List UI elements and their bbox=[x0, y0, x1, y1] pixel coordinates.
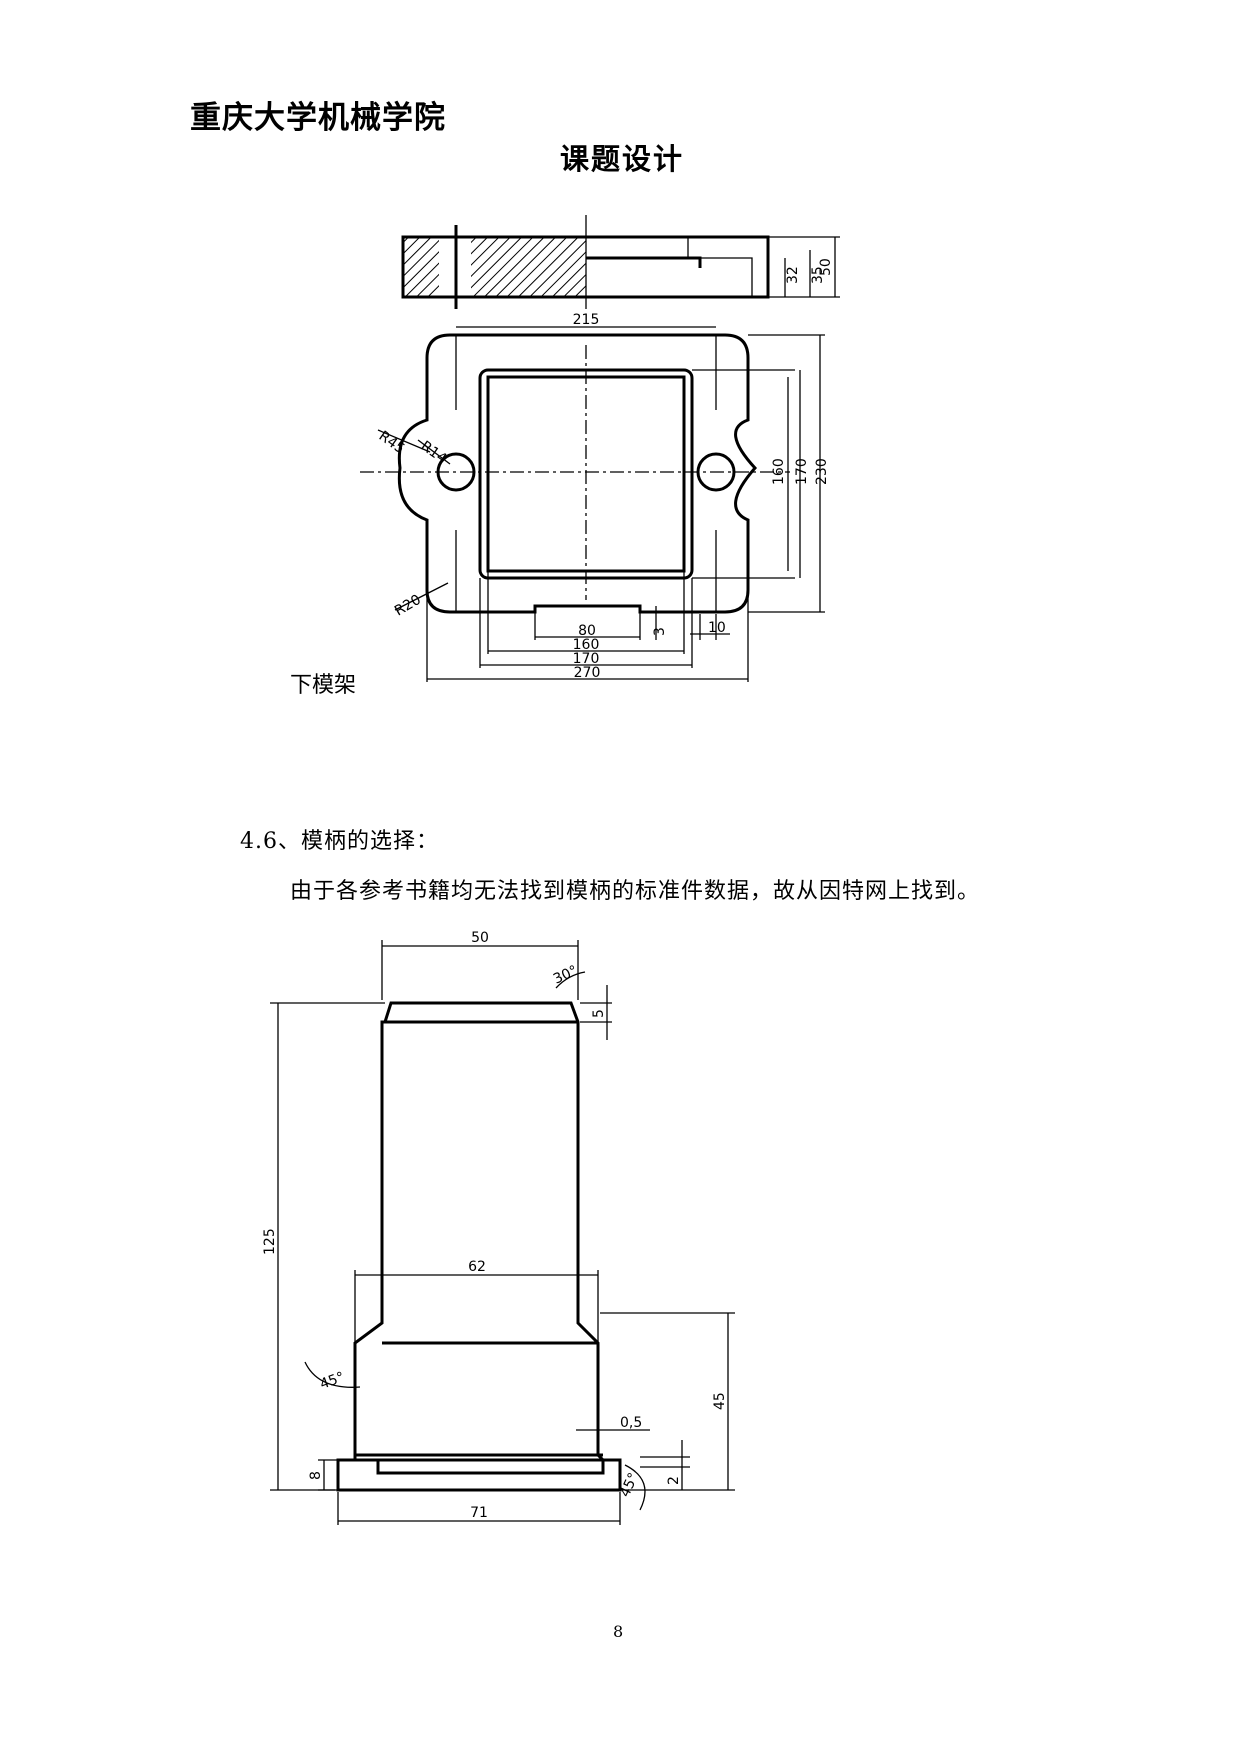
dim-5: 5 bbox=[591, 1009, 607, 1018]
dim-3: 3 bbox=[652, 627, 668, 636]
subject-title: 课题设计 bbox=[560, 142, 685, 176]
dim-170-v: 170 bbox=[794, 458, 810, 485]
dim-71: 71 bbox=[470, 1505, 488, 1521]
radius-r14: R14 bbox=[418, 438, 450, 467]
radius-r20: R20 bbox=[392, 592, 424, 620]
dim-2: 2 bbox=[666, 1476, 682, 1485]
dim-170-h: 170 bbox=[573, 651, 600, 667]
section-view: 32 35 50 bbox=[401, 215, 840, 309]
angle-30: 30° bbox=[551, 963, 580, 988]
dim-80: 80 bbox=[578, 623, 596, 639]
shank-dimensions: 50 30° 5 125 62 45° 45 0,5 45° 2 8 bbox=[262, 930, 735, 1525]
dim-125: 125 bbox=[262, 1228, 278, 1255]
dim-32: 32 bbox=[785, 266, 801, 284]
lower-die-frame-drawing: 32 35 50 215 160 170 230 R45 bbox=[360, 215, 840, 682]
dim-0-5: 0,5 bbox=[620, 1415, 642, 1431]
dim-35: 35 bbox=[810, 266, 826, 284]
dim-45: 45 bbox=[712, 1392, 728, 1410]
figure-caption-lower-die-frame: 下模架 bbox=[290, 673, 357, 698]
radius-r45: R45 bbox=[376, 428, 408, 457]
dim-230: 230 bbox=[814, 458, 830, 485]
die-shank-drawing: 50 30° 5 125 62 45° 45 0,5 45° 2 8 bbox=[262, 930, 735, 1525]
angle-45-left: 45° bbox=[318, 1369, 347, 1393]
dim-50: 50 bbox=[818, 258, 834, 276]
dim-270: 270 bbox=[574, 665, 601, 681]
dim-215: 215 bbox=[573, 312, 600, 328]
plan-view: 215 160 170 230 R45 R14 R20 80 160 170 2… bbox=[360, 312, 830, 682]
dim-160-h: 160 bbox=[573, 637, 600, 653]
dim-160-v: 160 bbox=[771, 458, 787, 485]
school-title: 重庆大学机械学院 bbox=[190, 100, 446, 136]
dim-8: 8 bbox=[308, 1471, 324, 1480]
body-paragraph: 由于各参考书籍均无法找到模柄的标准件数据，故从因特网上找到。 bbox=[290, 879, 981, 904]
dim-10: 10 bbox=[708, 620, 726, 636]
page-number: 8 bbox=[613, 1622, 624, 1641]
dim-50-shank: 50 bbox=[471, 930, 489, 946]
shank-outline bbox=[336, 1001, 622, 1492]
section-heading: 4.6、模柄的选择： bbox=[240, 829, 439, 854]
dim-62: 62 bbox=[468, 1259, 486, 1275]
